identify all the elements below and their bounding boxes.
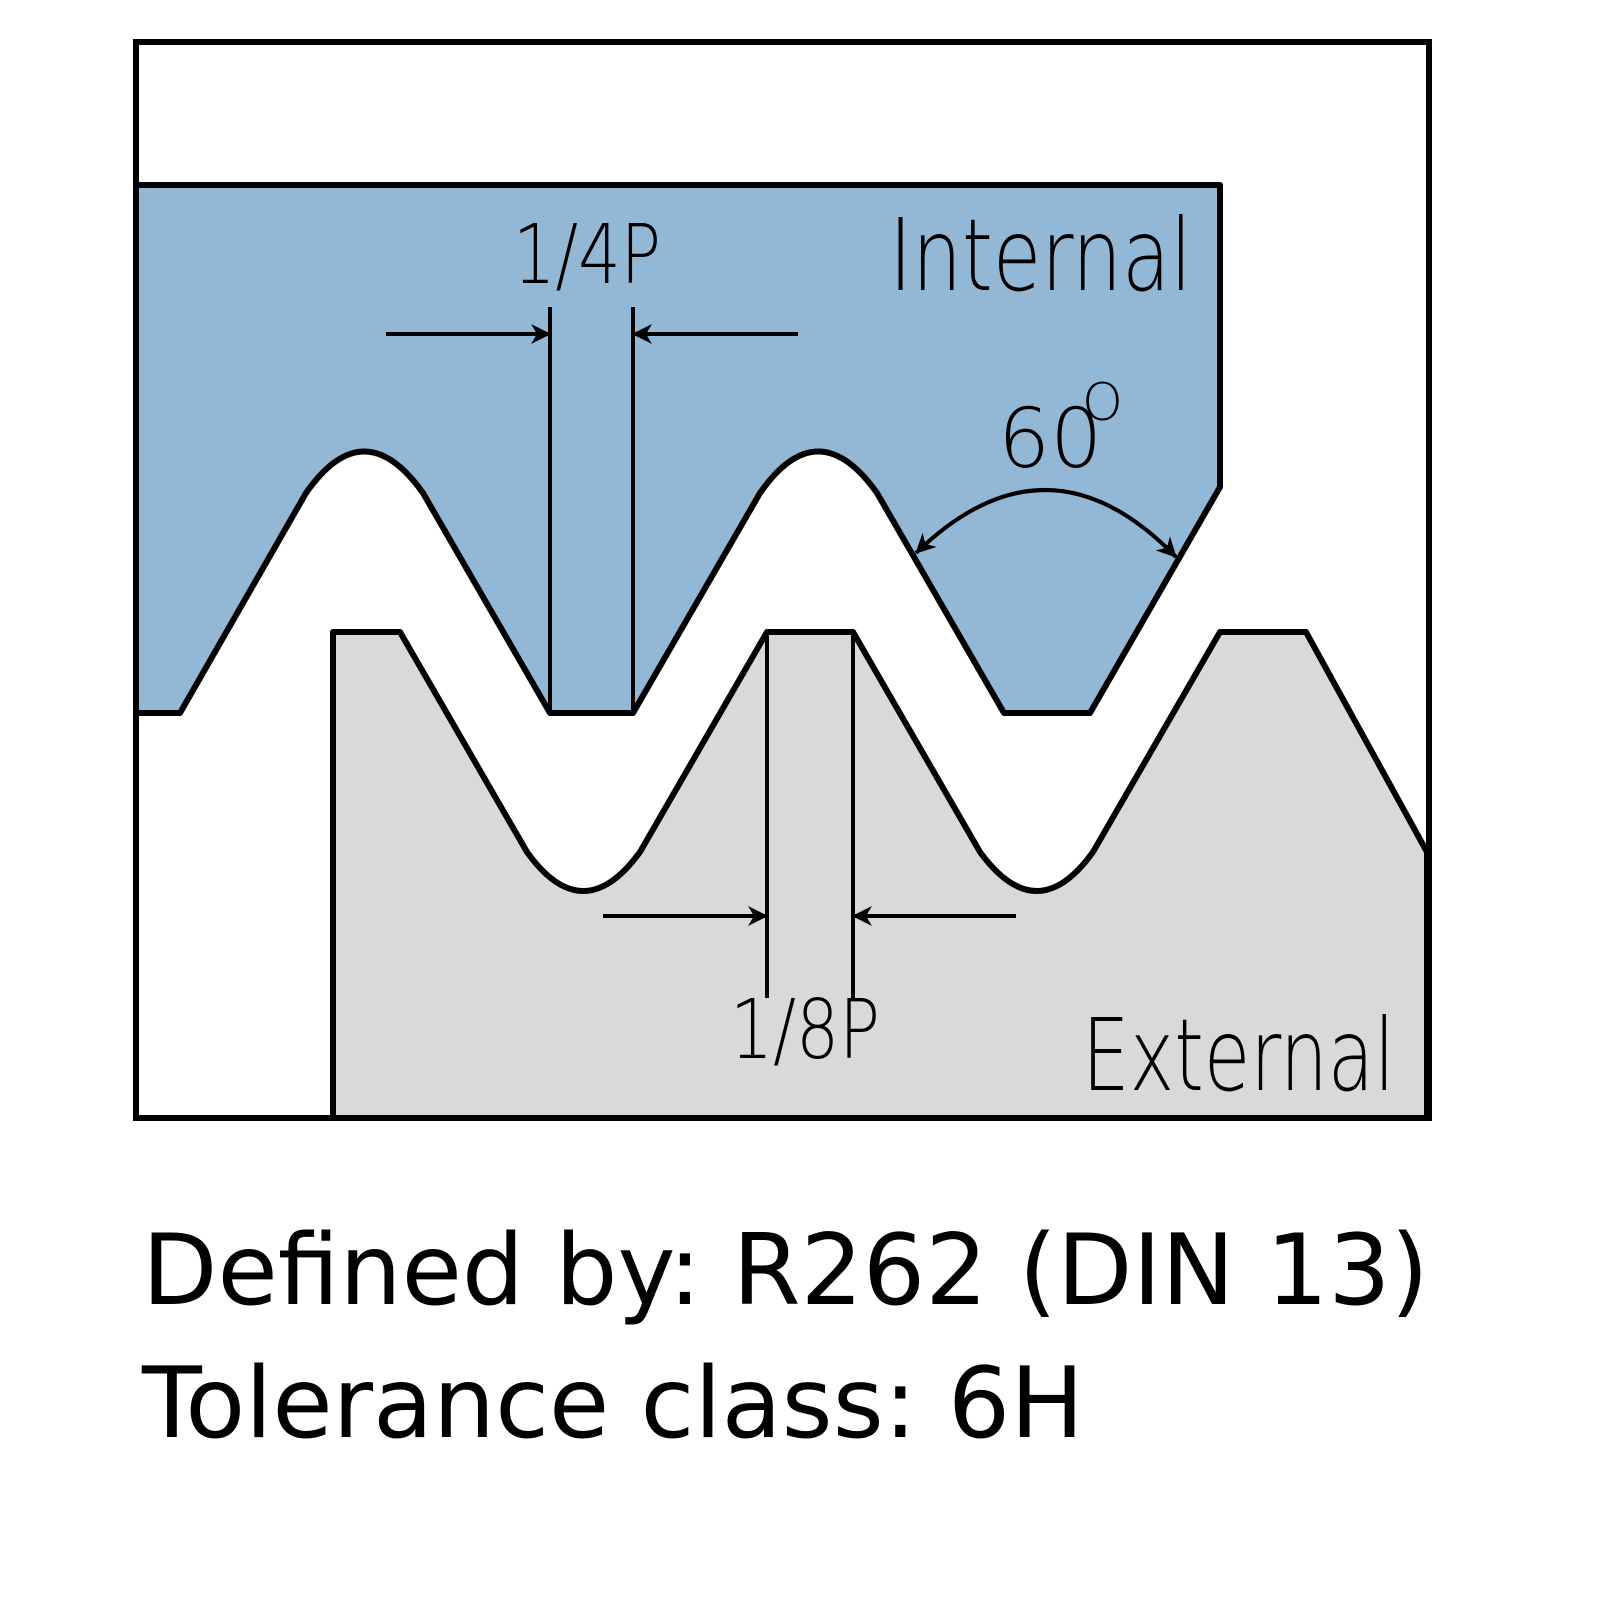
caption-standard: Defined by: R262 (DIN 13) bbox=[142, 1214, 1429, 1328]
crest-width-label: 1/4P bbox=[513, 208, 661, 303]
thread-angle-arc bbox=[914, 488, 1178, 559]
caption-tolerance-class: Tolerance class: 6H bbox=[142, 1347, 1084, 1461]
root-width-dimension bbox=[603, 632, 1016, 998]
angle-unit-label: O bbox=[1082, 373, 1123, 433]
angle-value-label: 60 bbox=[998, 392, 1102, 487]
external-label: External bbox=[1082, 997, 1395, 1114]
internal-label: Internal bbox=[889, 197, 1192, 314]
root-width-label: 1/8P bbox=[730, 983, 880, 1078]
internal-thread-profile bbox=[133, 182, 1223, 716]
external-thread-profile bbox=[330, 629, 1430, 1121]
crest-width-dimension bbox=[386, 307, 798, 713]
